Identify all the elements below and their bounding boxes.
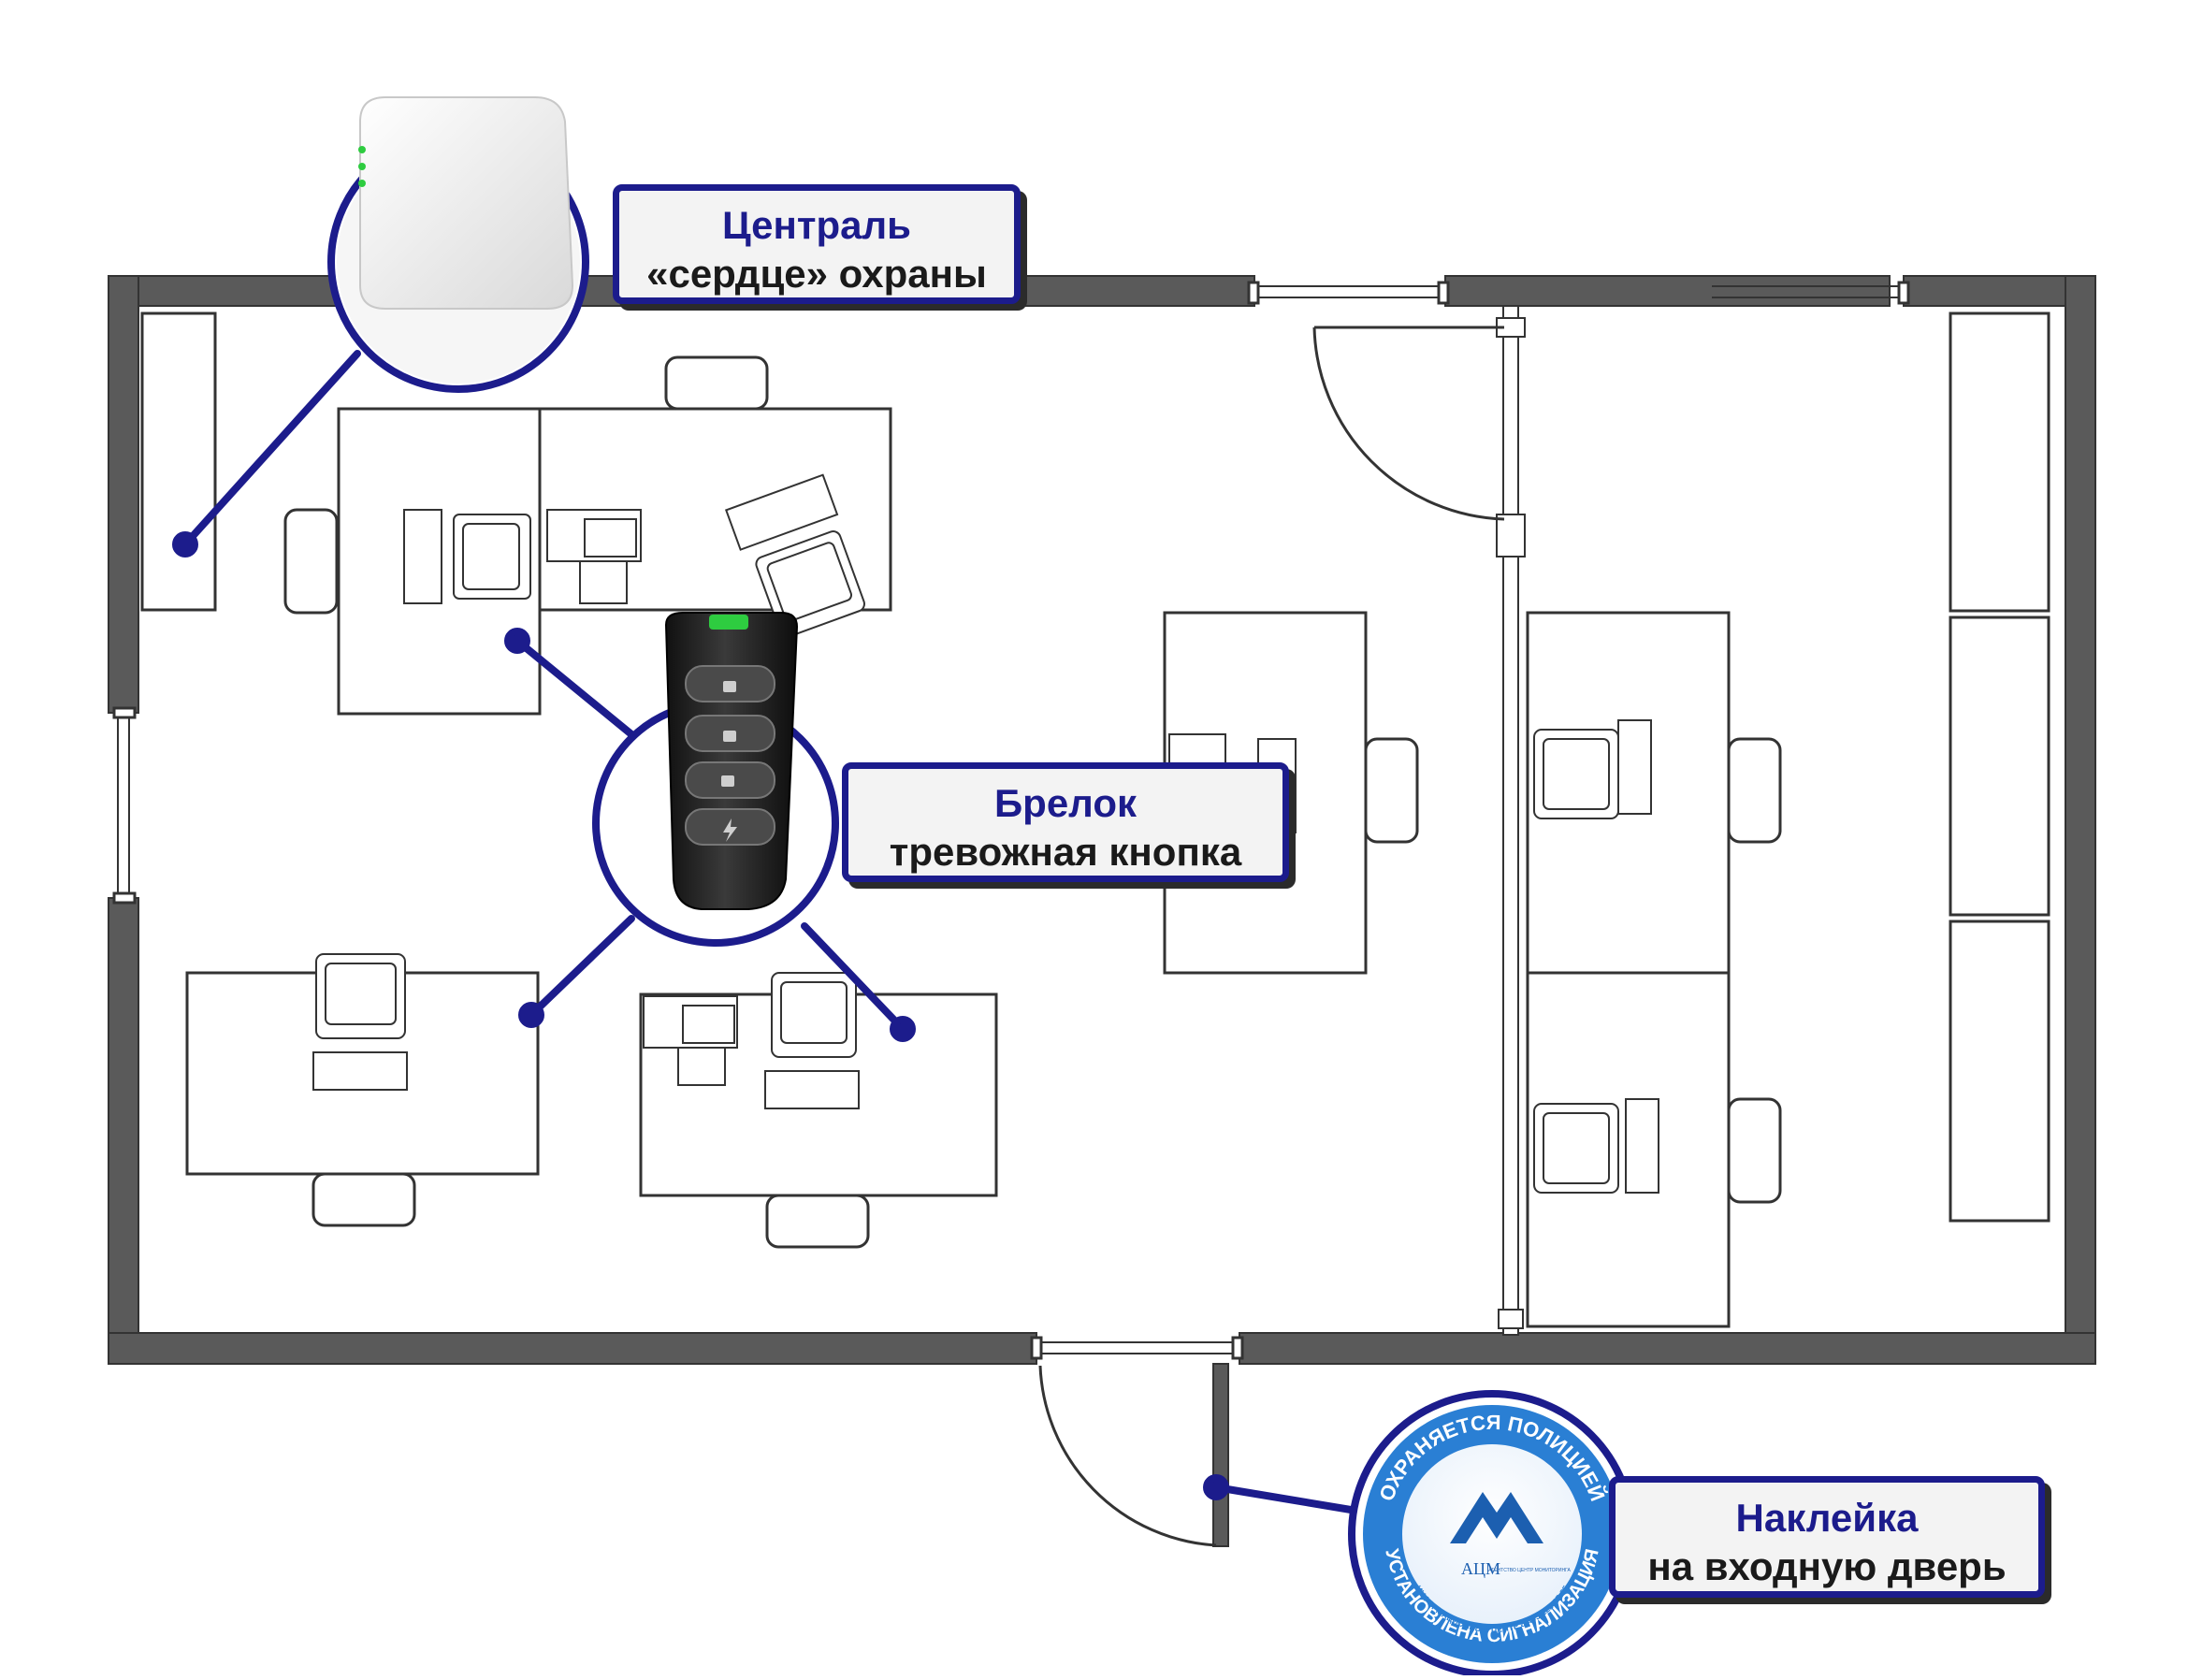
callout-central: Централь «сердце» охраны — [613, 184, 1021, 304]
chairs — [283, 355, 1782, 1249]
callout-sticker-subtitle: на входную дверь — [1647, 1544, 2007, 1588]
sticker-logo-text: АЦМ — [1461, 1559, 1500, 1578]
central-badge — [327, 96, 589, 393]
fob-badge — [592, 612, 839, 947]
sticker-icon: ОХРАНЯЕТСЯ ПОЛИЦИЕЙ УСТАНОВЛЕНА СИГНАЛИЗ… — [1363, 1405, 1621, 1663]
callout-sticker-title: Наклейка — [1735, 1496, 1919, 1540]
callout-central-title: Централь — [721, 203, 911, 247]
callout-fob-subtitle: тревожная кнопка — [889, 830, 1242, 874]
callout-sticker: Наклейка на входную дверь — [1609, 1476, 2045, 1598]
control-panel-icon — [358, 96, 574, 310]
workstations — [312, 473, 1659, 1194]
sticker-badge: ОХРАНЯЕТСЯ ПОЛИЦИЕЙ УСТАНОВЛЕНА СИГНАЛИЗ… — [1348, 1390, 1636, 1678]
key-fob-icon — [664, 612, 799, 910]
callout-fob-title: Брелок — [993, 781, 1137, 825]
callout-fob: Брелок тревожная кнопка — [842, 762, 1289, 882]
doors — [1038, 326, 1505, 1547]
sticker-logo-caption: АГЕНТСТВО ЦЕНТР МОНИТОРИНГА — [1488, 1568, 1571, 1573]
walls — [108, 275, 2096, 1547]
callout-central-subtitle: «сердце» охраны — [646, 252, 987, 296]
connectors — [172, 350, 1360, 1514]
